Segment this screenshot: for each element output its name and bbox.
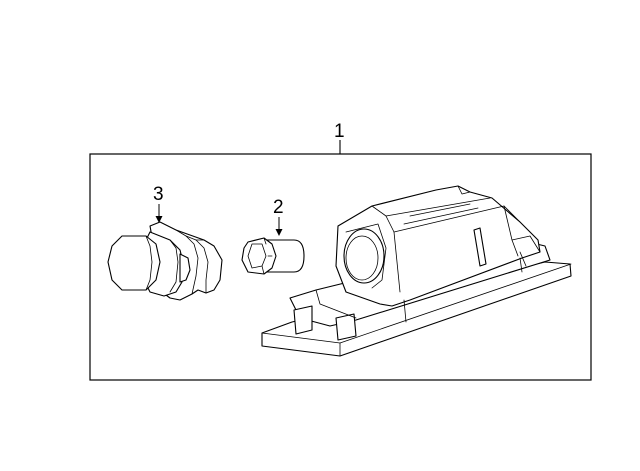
bulb-glass (263, 239, 305, 273)
housing-slot (473, 227, 487, 267)
bulb-socket-part[interactable] (107, 221, 223, 301)
callout-2-label: 2 (273, 197, 284, 218)
housing-bulb-opening (343, 228, 385, 284)
callout-bulb[interactable]: 2 (273, 197, 284, 236)
callout-2-arrowhead (275, 229, 283, 236)
bulb-base (241, 237, 277, 275)
callout-3-arrowhead (155, 216, 163, 223)
housing-left-tab (293, 305, 313, 335)
callout-1-label: 1 (334, 121, 345, 142)
lamp-housing-part[interactable] (261, 185, 572, 357)
bulb-part[interactable] (241, 237, 305, 275)
callout-socket[interactable]: 3 (153, 184, 164, 223)
callout-3-label: 3 (153, 184, 164, 205)
housing-right-tab (335, 313, 357, 341)
callout-assembly[interactable]: 1 (334, 121, 345, 154)
